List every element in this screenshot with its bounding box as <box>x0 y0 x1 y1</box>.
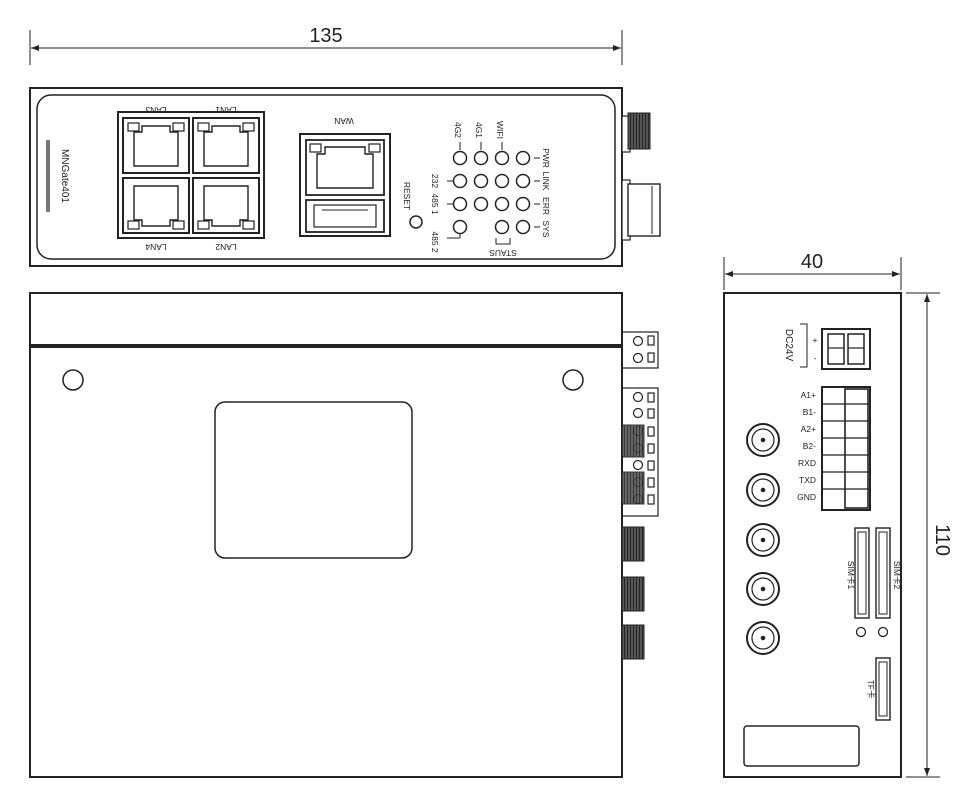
led-link <box>515 173 531 189</box>
led-label-4g1: 4G1 <box>474 122 484 138</box>
power-pin-plus: + <box>813 335 818 345</box>
model-bar <box>46 140 50 212</box>
label-plate <box>214 401 413 559</box>
lan-port-lan3 <box>122 117 190 174</box>
reset-button <box>409 215 423 229</box>
status-group-label: STAUS <box>489 248 517 258</box>
terminal-label-a1: A1+ <box>801 390 816 400</box>
wan-port: WAN <box>299 116 391 237</box>
led-485-2 <box>452 219 468 235</box>
wan-label: WAN <box>334 116 354 126</box>
terminal-label-b1: B1- <box>803 407 816 417</box>
power-terminal-side <box>621 331 659 369</box>
sma-connector <box>746 523 780 557</box>
power-label: DC24V <box>783 329 794 362</box>
lan-port-lan4 <box>122 177 190 234</box>
led-err <box>515 196 531 212</box>
led-232 <box>452 173 468 189</box>
led-label-485-2: 485 2 <box>430 231 440 253</box>
sim2-eject <box>877 626 889 638</box>
led-grid <box>452 150 531 235</box>
sim-slot-2 <box>875 527 891 619</box>
sma-connector <box>746 473 780 507</box>
led-r2c3 <box>494 173 510 189</box>
led-485-1 <box>452 196 468 212</box>
led-status <box>494 219 510 235</box>
led-label-wifi: WIFI <box>495 121 505 139</box>
sim1-eject <box>855 626 867 638</box>
led-label-sys: SYS <box>541 220 551 237</box>
dimension-height-side: 110 <box>906 292 953 778</box>
mounting-hole <box>62 369 84 391</box>
lan-port-lan2 <box>192 177 260 234</box>
terminal-label-rxd: RXD <box>798 458 816 468</box>
antenna-connector <box>621 471 645 505</box>
terminal-label-gnd: GND <box>797 492 816 502</box>
led-pwr <box>515 150 531 166</box>
terminal-label-txd: TXD <box>799 475 816 485</box>
antenna-connector <box>621 624 645 660</box>
sma-connector <box>746 572 780 606</box>
led-4g1 <box>473 150 489 166</box>
power-pin-minus: - <box>814 353 817 363</box>
led-wifi <box>494 150 510 166</box>
antenna-connector <box>621 424 645 458</box>
led-label-232: 232 <box>430 174 440 188</box>
antenna-connector <box>621 576 645 612</box>
power-terminal <box>821 328 871 370</box>
sma-connector <box>746 621 780 655</box>
reset-label: RESET <box>402 182 412 210</box>
lan4-label: LAN4 <box>145 242 167 252</box>
antenna-connector <box>621 526 645 562</box>
sma-connectors <box>746 423 780 655</box>
led-label-pwr: PWR <box>541 148 551 168</box>
led-label-err: ERR <box>541 197 551 215</box>
led-r3c2 <box>473 196 489 212</box>
side-label-plate <box>743 725 860 767</box>
led-label-485-1: 485 1 <box>430 193 440 215</box>
led-label-4g2: 4G2 <box>453 122 463 138</box>
tf-slot <box>875 657 891 721</box>
lan3-label: LAN3 <box>145 105 167 115</box>
lan2-label: LAN2 <box>215 242 237 252</box>
front-panel: MNGate401 <box>29 87 661 267</box>
serial-terminal-block <box>821 386 871 511</box>
sim1-label: SIM卡1 <box>846 561 856 590</box>
led-r2c2 <box>473 173 489 189</box>
led-sys <box>515 219 531 235</box>
tf-label: TF卡 <box>866 680 876 699</box>
lan-port-lan1 <box>192 117 260 174</box>
antenna-connector-top <box>627 112 651 150</box>
lan1-label: LAN1 <box>215 105 237 115</box>
sma-connector <box>746 423 780 457</box>
mounting-hole <box>562 369 584 391</box>
led-label-link: LINK <box>541 172 551 191</box>
model-label: MNGate401 <box>59 149 70 203</box>
led-4g2 <box>452 150 468 166</box>
dimension-width-side: 40 <box>723 251 902 290</box>
dimension-width-top: 135 <box>29 25 623 65</box>
sim-slot-1 <box>854 527 870 619</box>
wifi-antenna-base <box>627 183 661 237</box>
side-panel: DC24V + - A1+ B1- A2+ B2- RXD TXD GND <box>723 292 902 778</box>
terminal-label-a2: A2+ <box>801 424 816 434</box>
dimension-label: 40 <box>801 251 823 273</box>
lan-ports: LAN3 LAN1 LAN4 LAN2 <box>117 105 265 252</box>
body-top-view <box>29 292 659 778</box>
dimension-label: 110 <box>931 524 953 556</box>
led-r3c3 <box>494 196 510 212</box>
terminal-label-b2: B2- <box>803 441 816 451</box>
sim2-label: SIM卡2 <box>892 561 902 590</box>
dimension-label: 135 <box>309 25 342 47</box>
